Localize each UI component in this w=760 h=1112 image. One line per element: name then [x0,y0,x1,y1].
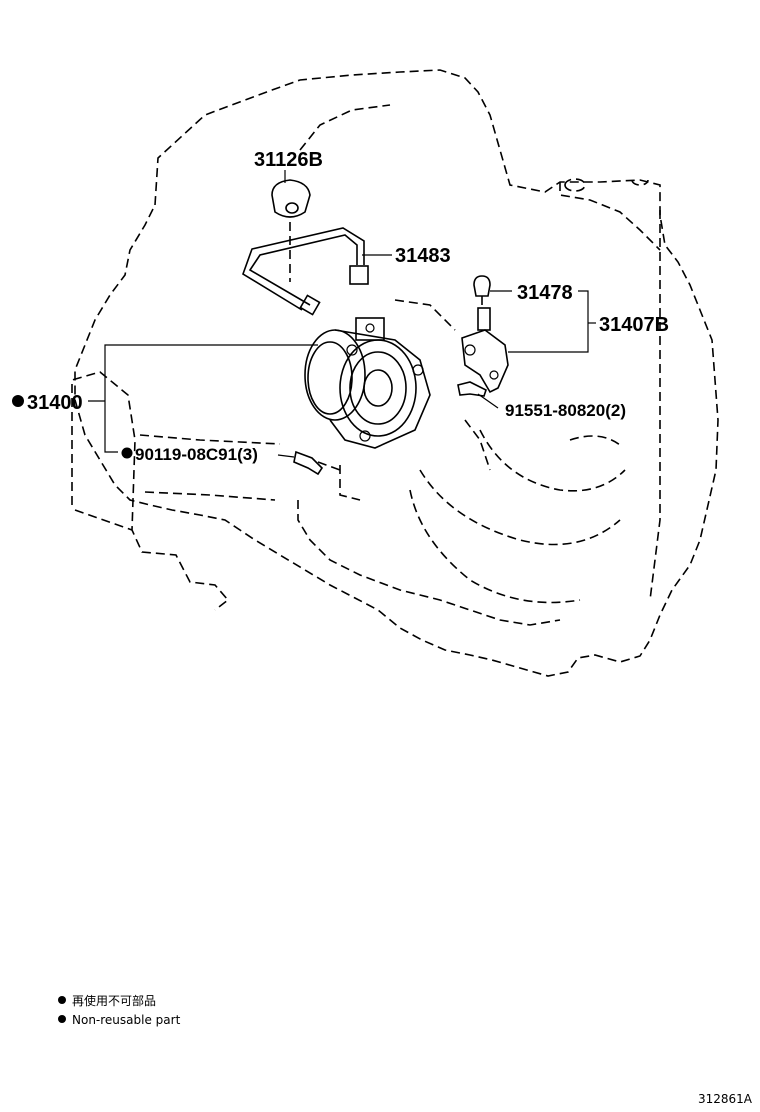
label-31126b: 31126B [254,149,323,171]
non-reusable-mark-31400 [12,395,24,407]
label-31478: 31478 [517,282,573,304]
label-31400: 31400 [27,392,83,414]
label-31483: 31483 [395,245,451,267]
non-reusable-mark-90119 [121,447,133,459]
legend-line-english: Non-reusable part [72,1013,181,1027]
legend-bullet-1 [58,996,66,1004]
bleeder-plug [473,275,491,310]
legend: 再使用不可部品 Non-reusable part [58,993,181,1027]
legend-line-japanese: 再使用不可部品 [72,993,156,1008]
clutch-line-pipe [242,227,369,316]
dust-cover-part [271,179,311,282]
figure-id: 312861A [698,1092,753,1106]
legend-bullet-2 [58,1015,66,1023]
leader-lines [88,170,596,458]
label-31407b: 31407B [599,314,669,336]
bolt-91551 [457,381,487,397]
bolt-90119 [293,450,341,476]
label-90119: 90119-08C91(3) [135,445,258,464]
label-91551: 91551-80820(2) [505,401,626,420]
bleeder-fitting [461,307,509,394]
release-cylinder-assembly [304,317,431,449]
housing-outline [71,69,719,677]
